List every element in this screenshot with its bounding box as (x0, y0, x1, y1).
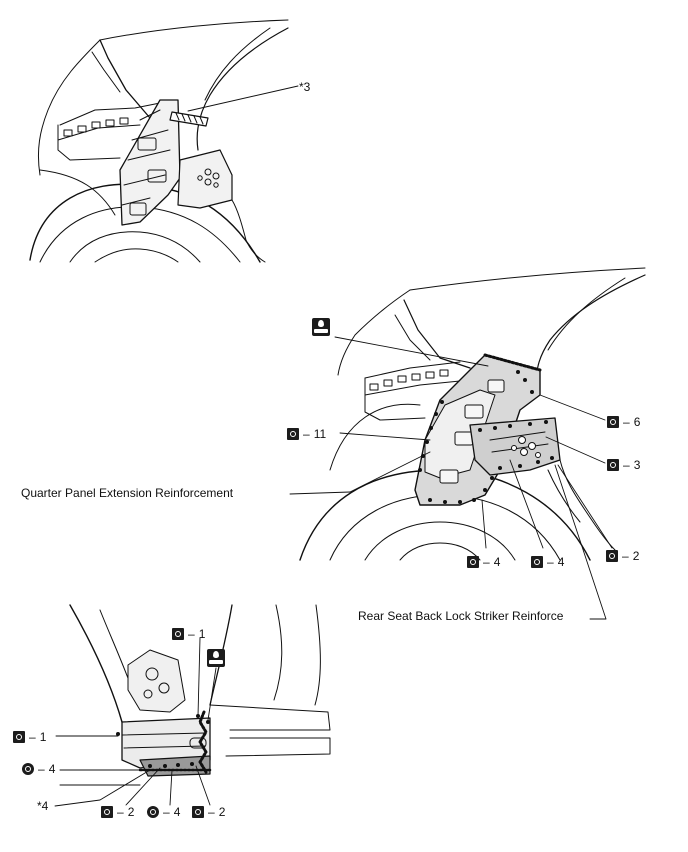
callout-spot-weld-3: –3 (607, 458, 640, 472)
quarter-panel-extension-reinforcement-label: Quarter Panel Extension Reinforcement (21, 486, 234, 500)
callout-spot-weld-2-left: –2 (101, 805, 134, 819)
square-spot-weld-icon (287, 428, 299, 440)
rear-seat-back-lock-striker-reinforce-label: Rear Seat Back Lock Striker Reinforce (358, 609, 564, 623)
callout-spot-weld-11: –11 (287, 427, 326, 441)
square-spot-weld-icon (101, 806, 113, 818)
note-4-label: *4 (37, 799, 49, 813)
square-spot-weld-icon (172, 628, 184, 640)
callout-spot-weld-1-left: –1 (13, 730, 46, 744)
circle-plug-weld-icon (22, 763, 34, 775)
callout-spot-weld-1-top: –1 (172, 627, 205, 641)
callout-spot-weld-2-right: –2 (192, 805, 225, 819)
square-spot-weld-icon (531, 556, 543, 568)
callout-plug-weld-4-left: –4 (22, 762, 55, 776)
middle-view (289, 267, 646, 620)
callout-plug-weld-4-bottom: –4 (147, 805, 180, 819)
square-spot-weld-icon (13, 731, 25, 743)
square-spot-weld-icon (192, 806, 204, 818)
callout-spot-weld-2: –2 (606, 549, 639, 563)
square-spot-weld-icon (607, 459, 619, 471)
callout-spot-weld-6: –6 (607, 415, 640, 429)
callout-spot-weld-4b: –4 (531, 555, 564, 569)
square-spot-weld-icon (607, 416, 619, 428)
callout-spot-weld-4a: –4 (467, 555, 500, 569)
top-view (29, 19, 299, 263)
bottom-view (54, 604, 331, 807)
sealer-icon (312, 318, 330, 336)
sealer-icon (207, 649, 225, 667)
circle-plug-weld-icon (147, 806, 159, 818)
square-spot-weld-icon (467, 556, 479, 568)
note-3-label: *3 (299, 80, 311, 94)
square-spot-weld-icon (606, 550, 618, 562)
